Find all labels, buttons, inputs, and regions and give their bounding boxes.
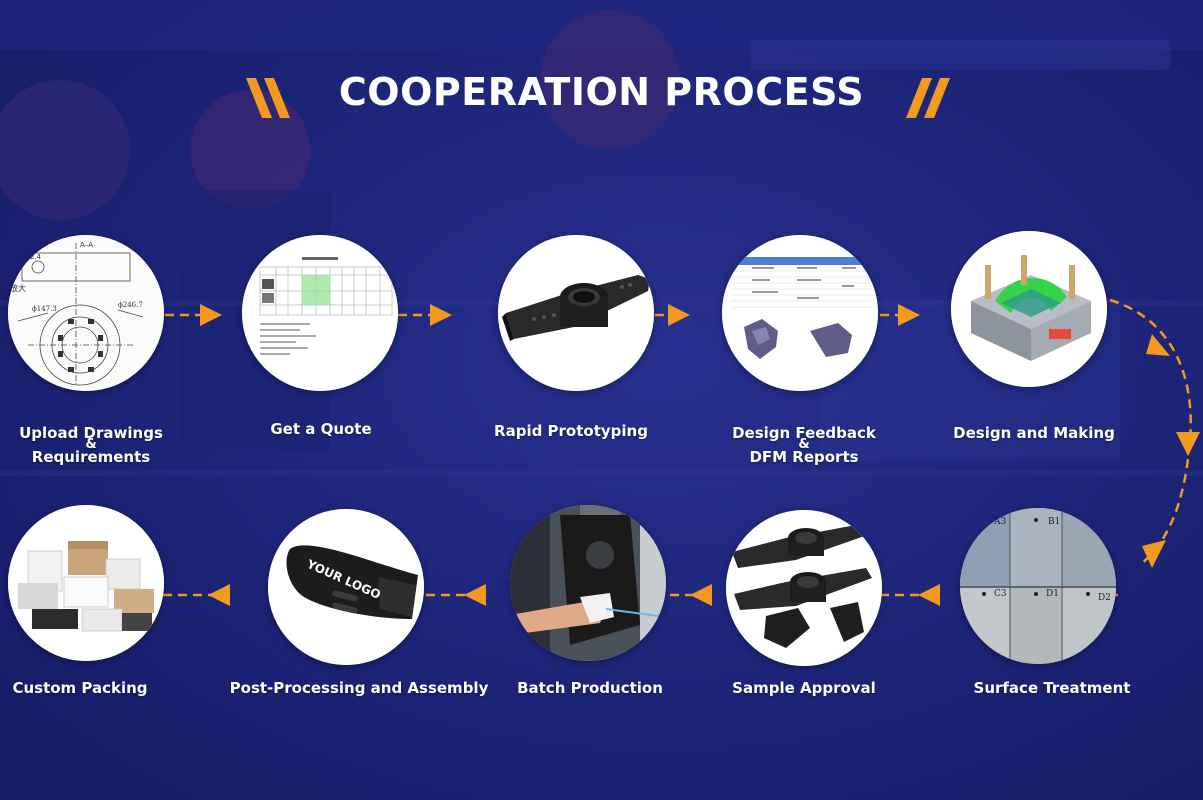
step-10-label: Custom Packing bbox=[0, 681, 210, 695]
surface-samples-image: A3 B1 C3 D1 D2 bbox=[960, 508, 1116, 664]
svg-text:A–A: A–A bbox=[80, 241, 93, 249]
svg-text:D1: D1 bbox=[1046, 589, 1059, 599]
svg-text:D2: D2 bbox=[1098, 593, 1111, 603]
step-5-image bbox=[951, 231, 1107, 387]
step-4-label: Design Feedback&DFM Reports bbox=[674, 426, 934, 464]
step-8-label: Batch Production bbox=[460, 681, 720, 695]
dfm-report-image bbox=[722, 235, 878, 391]
step-10-image bbox=[8, 505, 164, 661]
step-1-label: Upload Drawings&Requirements bbox=[0, 426, 221, 464]
title-right-slash-decoration bbox=[906, 78, 958, 118]
quote-spreadsheet-image bbox=[242, 235, 398, 391]
page-title: COOPERATION PROCESS bbox=[0, 70, 1203, 114]
step-6-image: A3 B1 C3 D1 D2 bbox=[960, 508, 1116, 664]
svg-text:放大: 放大 bbox=[10, 283, 26, 293]
svg-text:B1: B1 bbox=[1048, 517, 1060, 527]
packaging-boxes-image bbox=[8, 505, 164, 661]
production-machine-image bbox=[510, 505, 666, 661]
svg-text:ϕ147.3: ϕ147.3 bbox=[32, 305, 57, 313]
step-6-label: Surface Treatment bbox=[922, 681, 1182, 695]
svg-text:C3: C3 bbox=[994, 589, 1007, 599]
step-2-label: Get a Quote bbox=[191, 422, 451, 436]
prototype-part-image bbox=[498, 235, 654, 391]
step-7-image bbox=[726, 510, 882, 666]
step-5-label: Design and Making bbox=[904, 426, 1164, 440]
svg-text:ϕ246.7: ϕ246.7 bbox=[118, 301, 143, 309]
step-9-image: YOUR LOGO bbox=[268, 509, 424, 665]
step-9-label: Post-Processing and Assembly bbox=[229, 681, 489, 695]
mold-design-image bbox=[951, 231, 1107, 387]
step-1-image: A–A 2.4 ϕ147.3 ϕ246.7 放大 bbox=[8, 235, 164, 391]
step-4-image bbox=[722, 235, 878, 391]
logo-part-image: YOUR LOGO bbox=[268, 509, 424, 665]
step-3-image bbox=[498, 235, 654, 391]
step-8-image bbox=[510, 505, 666, 661]
technical-drawing-image: A–A 2.4 ϕ147.3 ϕ246.7 放大 bbox=[8, 235, 164, 391]
sample-parts-image bbox=[726, 510, 882, 666]
step-2-image bbox=[242, 235, 398, 391]
step-3-label: Rapid Prototyping bbox=[441, 424, 701, 438]
